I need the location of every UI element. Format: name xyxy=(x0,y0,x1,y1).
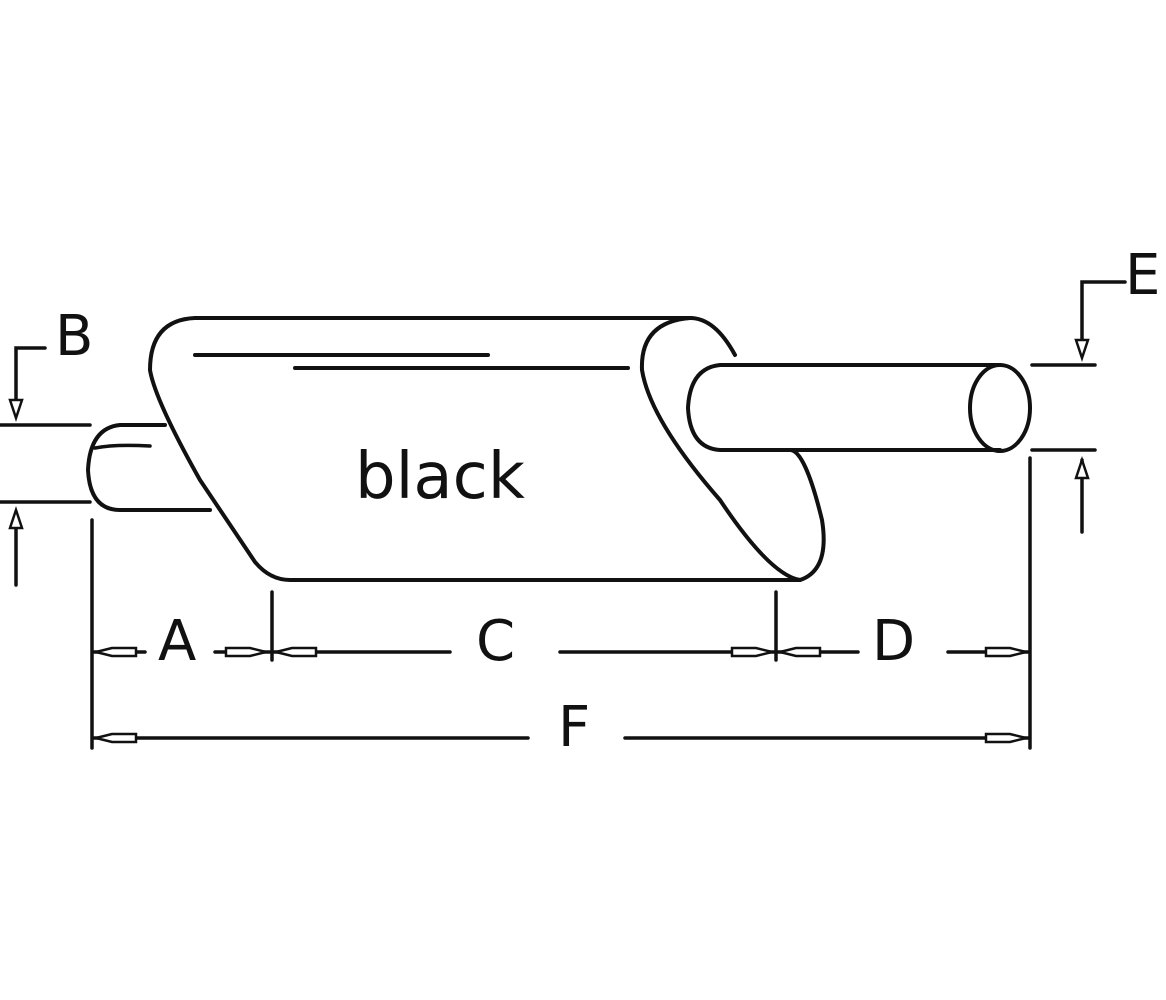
extension-lines xyxy=(90,456,1032,750)
dimension-a-label: A xyxy=(158,609,196,674)
dimension-f: F xyxy=(92,695,1030,760)
inlet-pipe xyxy=(86,423,212,512)
dimension-c-label: C xyxy=(476,609,515,674)
body-label: black xyxy=(355,440,525,514)
dimension-c: C xyxy=(272,609,776,674)
dimension-e-label: E xyxy=(1125,243,1160,308)
dimension-d: D xyxy=(776,609,1030,674)
dimension-f-label: F xyxy=(558,695,590,760)
dimension-b-label: B xyxy=(55,304,93,369)
dimension-a: A xyxy=(92,609,272,674)
dimension-b: B xyxy=(0,304,93,587)
outlet-pipe xyxy=(686,363,1032,453)
muffler-body xyxy=(148,316,826,582)
dimension-e: E xyxy=(1030,243,1160,534)
dimension-d-label: D xyxy=(872,609,915,674)
